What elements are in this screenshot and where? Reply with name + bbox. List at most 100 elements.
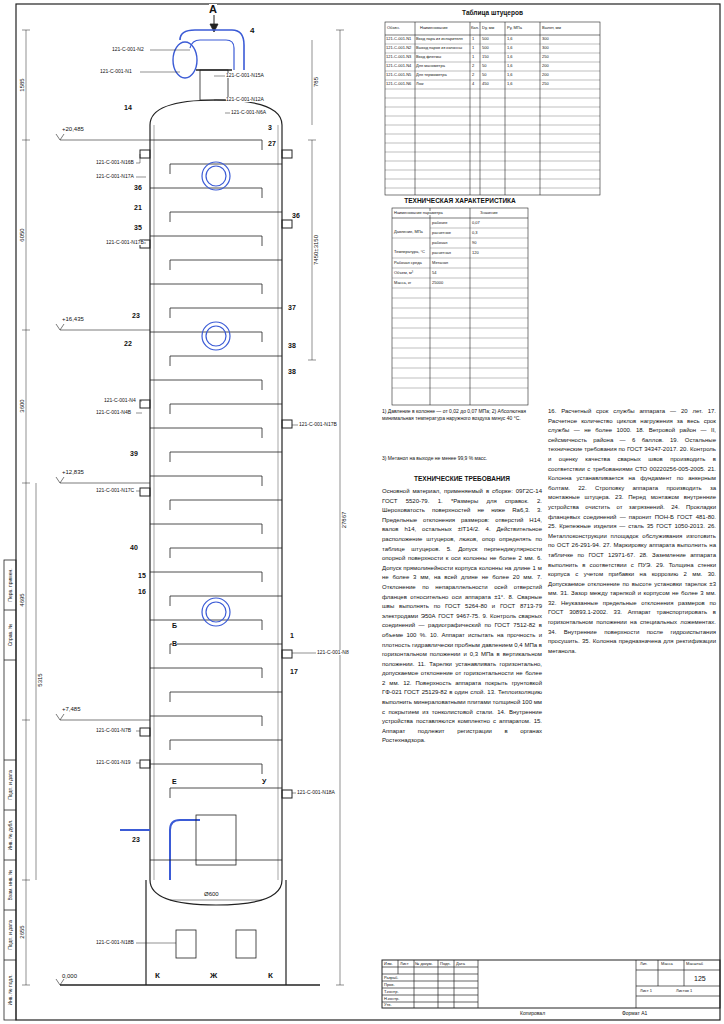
table-cell: Ру, МПа (507, 26, 522, 30)
title-cell: Дата (456, 962, 465, 966)
nozzle-id: 121-С-001-N17А (96, 174, 134, 179)
table-cell: расчетная (432, 251, 451, 255)
callout-number: 37 (288, 304, 296, 311)
table-cell: 1 (472, 46, 474, 50)
table-cell: Для манометра (416, 64, 445, 68)
title-cell: Масса (661, 962, 673, 966)
requirements-text: 16. Расчетный срок службы аппарата — 20 … (548, 407, 716, 656)
title-cell: Пров. (384, 983, 395, 987)
table-cell: 500 (482, 46, 489, 50)
dimension: 7450±3150 (313, 235, 319, 265)
view-letter: К (268, 972, 273, 980)
nozzle-id: 121-С-001-N1 (100, 69, 132, 74)
elevation-mark: +16,435 (62, 316, 84, 322)
nozzle-id: 121-С-001-N7В (96, 728, 131, 733)
callout-number: 22 (124, 340, 132, 347)
title-cell: Лист (400, 962, 409, 966)
table-cell: Для термометра (416, 73, 447, 77)
table-cell: 1,6 (507, 73, 513, 77)
nozzle-id: 121-С-001-N18А (297, 790, 335, 795)
dimension: 2655 (19, 925, 25, 938)
nozzle-id: 121-С-001-N4В (96, 410, 131, 415)
table-cell: 1 (472, 55, 474, 59)
callout-number: 36 (134, 184, 142, 191)
elevation-mark: 0,000 (62, 973, 77, 979)
elevation-mark: +7,485 (62, 706, 81, 712)
table-cell: Выход паров из колонны (416, 46, 462, 50)
note-text: 1) Давление в колонне — от 0,02 до 0,07 … (382, 408, 542, 422)
callout-number: 38 (288, 342, 296, 349)
table-cell: 300 (542, 37, 549, 41)
table-cell: 121-С-001-N6 (386, 82, 411, 86)
stamp-text: Формат А1 (622, 1011, 647, 1016)
table-cell: 200 (542, 64, 549, 68)
stamp-text: Подп. и дата (8, 770, 13, 799)
callout-number: 36 (292, 212, 300, 219)
table-cell: 121-С-001-N2 (386, 46, 411, 50)
view-letter: Ж (210, 972, 217, 980)
view-letter: Е (172, 778, 177, 785)
table-cell: Кол. (471, 26, 479, 30)
callout-number: 23 (132, 836, 140, 843)
table-cell: 121-С-001-N3 (386, 55, 411, 59)
callout-number: 3 (268, 124, 272, 131)
table-cell: 4 (472, 82, 474, 86)
table-cell: Наименование (420, 26, 448, 30)
nozzle-id: 121-С-001-N2 (112, 47, 144, 52)
note-text: 3) Метанол на выходе не менее 99,9 % мас… (382, 455, 542, 462)
nozzle-id: 121-С-001-N6А (231, 110, 266, 115)
callout-number: 21 (134, 204, 142, 211)
table-cell: 150 (482, 55, 489, 59)
stamp-text: Копировал (520, 1011, 545, 1016)
nozzle-id: 121-С-001-N17В (106, 240, 144, 245)
table-cell: Люк (416, 82, 423, 86)
view-letter: К (155, 972, 160, 980)
table-cell: расчетное (432, 231, 451, 235)
table-cell: Метанол (432, 261, 448, 265)
title-cell: Утв. (384, 1003, 392, 1007)
requirements-text: Основной материал, применяемый в сборке:… (382, 487, 542, 746)
table-cell: 200 (542, 73, 549, 77)
table-cell: Температура, °С (394, 250, 425, 254)
dimension: 4695 (19, 593, 25, 606)
table-cell: Масса, кг (394, 281, 411, 285)
table-cell: 54 (432, 271, 436, 275)
title-cell: Листов 1 (676, 989, 692, 993)
stamp-text: Перв. примен. (8, 568, 13, 601)
table-cell: 120 (472, 251, 479, 255)
callout-number: 17 (290, 668, 298, 675)
title-cell: Подп. (440, 962, 451, 966)
table-cell: рабочая (432, 241, 447, 245)
table-cell: 50 (482, 64, 486, 68)
callout-number: 27 (268, 140, 276, 147)
nozzle-id: 121-С-001-N8 (317, 650, 349, 655)
table-cell: 250 (542, 55, 549, 59)
table-block: ТЕХНИЧЕСКАЯ ХАРАКТЕРИСТИКА (392, 196, 528, 405)
nozzle-id: 121-С-001-N16В (96, 160, 134, 165)
table-cell: 450 (482, 82, 489, 86)
table-cell: Объем, м³ (394, 271, 413, 275)
table-cell: 0,07 (472, 221, 480, 225)
table-cell: Значение (480, 211, 498, 215)
elevation-mark: +20,485 (62, 126, 84, 132)
nozzle-id: 121-С-001-N19 (96, 760, 130, 765)
table-cell: 25000 (432, 281, 443, 285)
stamp-text: Справ. № (8, 624, 13, 647)
table-cell: 2 (472, 73, 474, 77)
stamp-text: Инв. № подл. (8, 974, 13, 1005)
title-cell: Масштаб (686, 962, 703, 966)
table-cell: Вход флегмы (416, 55, 441, 59)
table-cell: 121-С-001-N4 (386, 64, 411, 68)
callout-number: 35 (134, 224, 142, 231)
callout-number: 40 (130, 544, 138, 551)
table-block: ТЕХНИЧЕСКИЕ ТРЕБОВАНИЯОсновной материал,… (380, 403, 720, 958)
callout-number: 38 (288, 368, 296, 375)
nozzle-id: 121-С-001-N17В (299, 422, 337, 427)
dimension: 5315 (37, 673, 43, 686)
table-cell: 90 (472, 241, 476, 245)
table-cell: 1 (472, 37, 474, 41)
callout-number: 23 (132, 312, 140, 319)
table-cell: 50 (482, 73, 486, 77)
dimension: 6050 (19, 228, 25, 241)
callout-number: 14 (124, 104, 132, 111)
